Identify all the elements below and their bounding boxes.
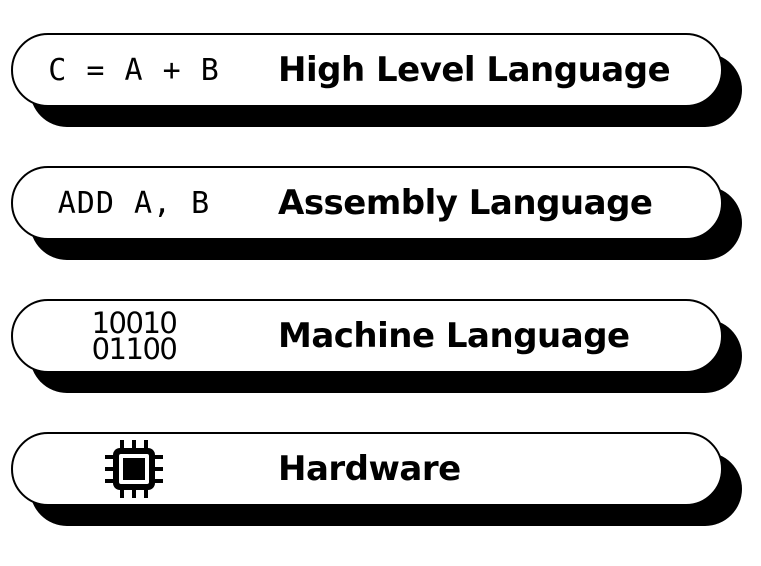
binary-code-example: 10010 01100 [43,301,225,371]
pill: 10010 01100 Machine Language [11,299,723,373]
layer-hardware: Hardware [0,432,761,552]
layer-label: Machine Language [278,316,630,356]
code-example: C = A + B [48,52,220,88]
pill: Hardware [11,432,723,506]
layer-machine-language: 10010 01100 Machine Language [0,299,761,419]
binary-line: 01100 [91,332,178,366]
layer-label: Assembly Language [278,183,653,223]
layer-label: High Level Language [278,50,671,90]
pill: C = A + B High Level Language [11,33,723,107]
cpu-chip-icon [43,434,225,504]
code-example: ADD A, B [57,185,211,221]
layer-assembly-language: ADD A, B Assembly Language [0,166,761,286]
binary-line: 10010 [91,306,178,340]
pill: ADD A, B Assembly Language [11,166,723,240]
layer-label: Hardware [278,449,461,489]
layer-high-level-language: C = A + B High Level Language [0,33,761,153]
